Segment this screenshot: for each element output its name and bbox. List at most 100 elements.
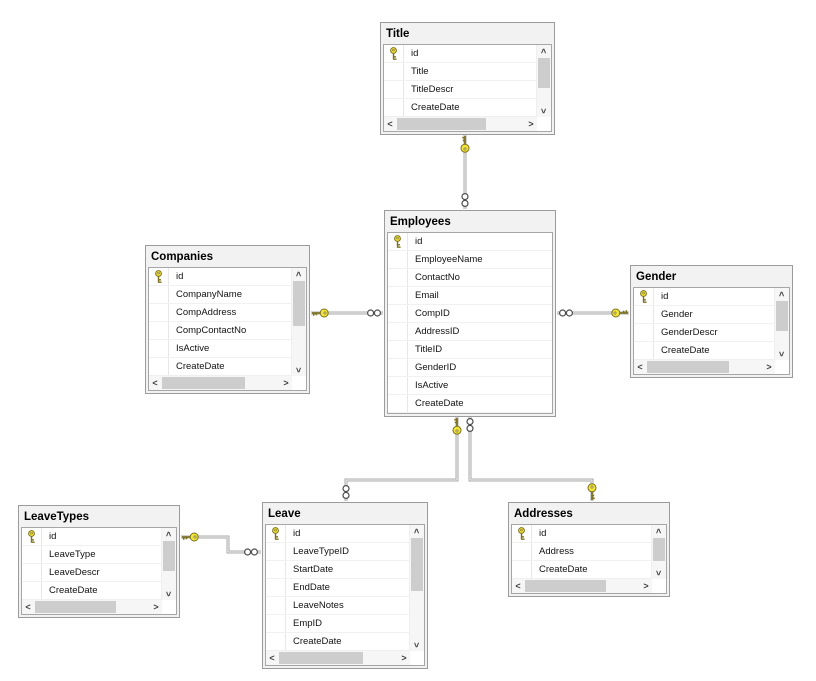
scroll-up-icon[interactable]: < [410, 525, 424, 537]
table-row[interactable]: CompID [388, 305, 552, 323]
relationship-leavetypes-leave[interactable] [181, 532, 261, 556]
scroll-left-icon[interactable]: < [634, 360, 646, 374]
table-row[interactable]: IsActive [149, 340, 292, 358]
table-title[interactable]: Employees [390, 216, 451, 228]
relationship-employees-addresses[interactable] [466, 417, 597, 501]
table-row[interactable]: CompanyName [149, 286, 292, 304]
table-row[interactable]: id [384, 45, 537, 63]
relationship-title-employees[interactable] [460, 135, 470, 209]
scroll-down-icon[interactable]: > [537, 105, 551, 117]
scroll-right-icon[interactable]: > [150, 600, 162, 614]
relationship-employees-gender[interactable] [557, 308, 629, 318]
vertical-scrollbar-thumb[interactable] [411, 538, 423, 591]
relationship-companies-employees[interactable] [311, 308, 383, 318]
table-row[interactable]: LeaveType [22, 546, 162, 564]
table-row[interactable]: CreateDate [512, 561, 652, 579]
table-row[interactable]: StartDate [266, 561, 410, 579]
table-row[interactable]: CreateDate [266, 633, 410, 651]
horizontal-scrollbar-thumb[interactable] [647, 361, 729, 373]
table-row[interactable]: CreateDate [149, 358, 292, 376]
vertical-scrollbar-thumb[interactable] [776, 301, 788, 332]
vertical-scrollbar-thumb[interactable] [538, 58, 550, 89]
table-row[interactable]: id [388, 233, 552, 251]
vertical-scrollbar[interactable]: < > [536, 45, 551, 117]
scroll-up-icon[interactable]: < [652, 525, 666, 537]
table-row[interactable]: EmpID [266, 615, 410, 633]
table-row[interactable]: id [149, 268, 292, 286]
horizontal-scrollbar-thumb[interactable] [279, 652, 363, 664]
table-row[interactable]: EndDate [266, 579, 410, 597]
horizontal-scrollbar[interactable]: < > [512, 578, 652, 593]
horizontal-scrollbar[interactable]: < > [384, 116, 537, 131]
table-row[interactable]: TitleDescr [384, 81, 537, 99]
horizontal-scrollbar-thumb[interactable] [525, 580, 607, 592]
table-row[interactable]: CreateDate [634, 342, 775, 360]
vertical-scrollbar-thumb[interactable] [293, 281, 305, 327]
table-row[interactable]: Title [384, 63, 537, 81]
scroll-up-icon[interactable]: < [292, 268, 306, 280]
horizontal-scrollbar[interactable]: < > [634, 359, 775, 374]
relationship-employees-leave[interactable] [342, 417, 462, 501]
horizontal-scrollbar[interactable]: < > [266, 650, 410, 665]
scroll-up-icon[interactable]: < [537, 45, 551, 57]
scroll-down-icon[interactable]: > [652, 567, 666, 579]
scroll-left-icon[interactable]: < [512, 579, 524, 593]
table-row[interactable]: CompContactNo [149, 322, 292, 340]
table-row[interactable]: Address [512, 543, 652, 561]
table-title[interactable]: Companies [151, 251, 213, 263]
vertical-scrollbar-thumb[interactable] [163, 541, 175, 572]
vertical-scrollbar[interactable]: < > [161, 528, 176, 600]
table-row[interactable]: IsActive [388, 377, 552, 395]
scroll-left-icon[interactable]: < [384, 117, 396, 131]
table-row[interactable]: Gender [634, 306, 775, 324]
table-title[interactable]: LeaveTypes [24, 511, 89, 523]
scroll-left-icon[interactable]: < [22, 600, 34, 614]
horizontal-scrollbar[interactable]: < > [22, 599, 162, 614]
scroll-right-icon[interactable]: > [280, 376, 292, 390]
table-title[interactable]: Leave [268, 508, 301, 520]
scroll-right-icon[interactable]: > [640, 579, 652, 593]
vertical-scrollbar[interactable]: < > [651, 525, 666, 579]
table-row[interactable]: GenderDescr [634, 324, 775, 342]
table-row[interactable]: id [512, 525, 652, 543]
scroll-down-icon[interactable]: > [410, 639, 424, 651]
scroll-down-icon[interactable]: > [775, 348, 789, 360]
vertical-scrollbar[interactable]: < > [291, 268, 306, 376]
table-row[interactable]: GenderID [388, 359, 552, 377]
horizontal-scrollbar-thumb[interactable] [162, 377, 245, 389]
table-row[interactable]: CreateDate [22, 582, 162, 600]
table-row[interactable]: CreateDate [388, 395, 552, 413]
scroll-up-icon[interactable]: < [162, 528, 176, 540]
table-title[interactable]: Title [386, 28, 410, 40]
scroll-up-icon[interactable]: < [775, 288, 789, 300]
vertical-scrollbar-thumb[interactable] [653, 538, 665, 561]
table-row[interactable]: LeaveDescr [22, 564, 162, 582]
table-row[interactable]: Email [388, 287, 552, 305]
scroll-left-icon[interactable]: < [149, 376, 161, 390]
horizontal-scrollbar-thumb[interactable] [35, 601, 117, 613]
table-row[interactable]: AddressID [388, 323, 552, 341]
table-row[interactable]: ContactNo [388, 269, 552, 287]
table-row[interactable]: EmployeeName [388, 251, 552, 269]
table-row[interactable]: CompAddress [149, 304, 292, 322]
scroll-down-icon[interactable]: > [162, 588, 176, 600]
scroll-left-icon[interactable]: < [266, 651, 278, 665]
scroll-right-icon[interactable]: > [398, 651, 410, 665]
vertical-scrollbar[interactable]: < > [774, 288, 789, 360]
vertical-scrollbar[interactable]: < > [409, 525, 424, 651]
scroll-right-icon[interactable]: > [525, 117, 537, 131]
table-row[interactable]: TitleID [388, 341, 552, 359]
table-title[interactable]: Addresses [514, 508, 573, 520]
table-row[interactable]: LeaveNotes [266, 597, 410, 615]
table-row[interactable]: id [266, 525, 410, 543]
scroll-down-icon[interactable]: > [292, 364, 306, 376]
table-title[interactable]: Gender [636, 271, 677, 283]
table-row[interactable]: id [634, 288, 775, 306]
